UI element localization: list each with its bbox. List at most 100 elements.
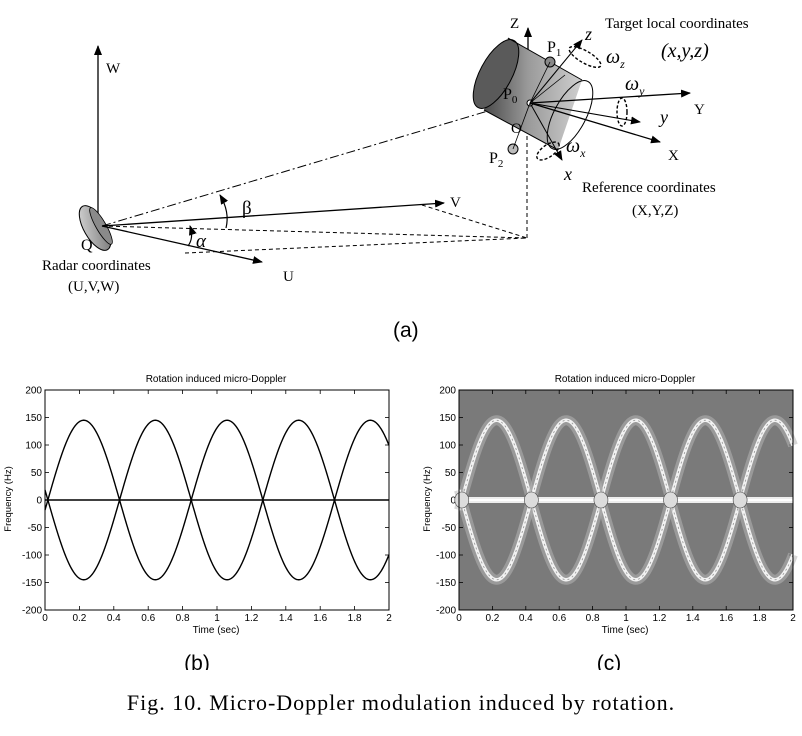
chart-c-xtick-label: 1.6 xyxy=(719,613,733,624)
angle-alpha-label: α xyxy=(196,231,207,252)
chart-c-xtick-label: 2 xyxy=(790,613,796,624)
chart-c-xtick-label: 1.2 xyxy=(652,613,666,624)
axis-z-label: z xyxy=(584,24,592,44)
radar-dish xyxy=(78,205,113,251)
origin-o-label: O xyxy=(511,121,522,137)
axis-X-line xyxy=(529,102,661,144)
chart-c-xtick-label: 0.2 xyxy=(485,613,499,624)
chart-b-xtick-label: 0.8 xyxy=(176,613,190,624)
chart-b-xtick-label: 0.2 xyxy=(72,613,86,624)
target-local-label: Target local coordinates xyxy=(605,16,749,32)
chart-b-title: Rotation induced micro-Doppler xyxy=(146,374,287,385)
P0-P2-line xyxy=(512,102,531,150)
chart-b-xtick-label: 2 xyxy=(386,613,392,624)
P0-extra-line xyxy=(529,74,566,104)
reference-axes: (X,Y,Z) xyxy=(632,203,678,219)
chart-c-ytick-label: -150 xyxy=(436,578,456,589)
chart-b-xtick-label: 0 xyxy=(42,613,48,624)
chart-c-crossing xyxy=(593,491,609,509)
omega-y-label: ωy xyxy=(625,73,645,98)
chart-b-xtick-label: 0.6 xyxy=(141,613,155,624)
chart-c-ytick-label: 100 xyxy=(439,441,456,452)
axis-Y-line xyxy=(529,89,691,104)
chart-c-xtick-label: 0.8 xyxy=(586,613,600,624)
angle-beta-arc xyxy=(219,194,229,229)
chart-c-frame xyxy=(458,389,794,611)
omega-z-label: ωz xyxy=(606,46,625,71)
chart-c-xtick-label: 0 xyxy=(456,613,462,624)
chart-c-trace-texture-0 xyxy=(458,419,794,581)
axis-X-label: X xyxy=(668,148,679,164)
chart-b-series-1 xyxy=(44,419,390,581)
projection-line-2 xyxy=(184,237,528,254)
axis-v-line xyxy=(101,199,445,227)
chart-b-xtick-label: 1.8 xyxy=(348,613,362,624)
rotation-z-ellipse xyxy=(568,45,602,69)
chart-c-xtick-label: 1.4 xyxy=(686,613,700,624)
chart-b-xlabel: Time (sec) xyxy=(193,625,240,636)
chart-b-ytick-label: 200 xyxy=(25,386,42,397)
projection-line-3 xyxy=(421,204,528,239)
radar-origin-label: Q xyxy=(81,237,93,254)
chart-b-series-0 xyxy=(44,419,390,581)
chart-b: Rotation induced micro-Doppler Frequency… xyxy=(3,374,392,670)
chart-c-ytick-label: 0 xyxy=(450,496,456,507)
chart-c-panel-label: (c) xyxy=(597,652,622,670)
line-of-sight xyxy=(101,104,509,227)
rotation-x-ellipse xyxy=(536,141,560,161)
axis-Z-label: Z xyxy=(510,16,519,32)
chart-c-crossing xyxy=(732,491,748,509)
radar-coordinates-label: Radar coordinates xyxy=(42,258,151,274)
chart-b-ytick-label: -150 xyxy=(22,578,42,589)
chart-c-crossing xyxy=(524,491,539,509)
chart-b-ytick-label: 150 xyxy=(25,413,42,424)
chart-b-xtick-label: 1.4 xyxy=(279,613,293,624)
chart-b-panel-label: (b) xyxy=(184,652,210,670)
axis-w-label: W xyxy=(106,61,121,77)
panel-a-label: (a) xyxy=(393,319,419,342)
target-local-axes: (x,y,z) xyxy=(661,40,709,62)
chart-c-title: Rotation induced micro-Doppler xyxy=(555,374,696,385)
chart-c-ytick-label: 150 xyxy=(439,413,456,424)
chart-b-xtick-label: 1.6 xyxy=(313,613,327,624)
chart-c-crossing xyxy=(454,491,470,509)
point-p1-label: P1 xyxy=(547,39,561,59)
chart-c-xtick-label: 0.4 xyxy=(519,613,533,624)
radar-coordinates-axes: (U,V,W) xyxy=(68,279,119,295)
chart-b-ytick-label: -100 xyxy=(22,551,42,562)
chart-c-xtick-label: 1 xyxy=(623,613,629,624)
omega-x-label: ωx xyxy=(566,135,586,160)
axis-Y-label: Y xyxy=(694,102,705,118)
chart-c-xtick-label: 1.8 xyxy=(753,613,767,624)
rotation-y-ellipse xyxy=(616,97,628,127)
axis-y-label: y xyxy=(658,107,668,127)
chart-b-xtick-label: 1.2 xyxy=(244,613,258,624)
angle-alpha-arc xyxy=(187,225,197,247)
axis-v-label: V xyxy=(450,195,461,211)
chart-c-ytick-label: 50 xyxy=(445,468,457,479)
chart-c-trace-texture-1 xyxy=(458,419,794,581)
chart-b-ytick-label: 100 xyxy=(25,441,42,452)
target-cylinder xyxy=(472,37,594,155)
P0-P1-line xyxy=(529,61,551,104)
chart-c-ytick-label: -200 xyxy=(436,606,456,617)
chart-c-ytick-label: 200 xyxy=(439,386,456,397)
chart-b-xtick-label: 1 xyxy=(214,613,220,624)
chart-b-ytick-label: -200 xyxy=(22,606,42,617)
point-p0-label: P0 xyxy=(503,86,518,106)
projection-line-1 xyxy=(101,225,528,239)
chart-b-xtick-label: 0.4 xyxy=(107,613,121,624)
axis-x-label: x xyxy=(563,164,572,184)
chart-c-ytick-label: -50 xyxy=(442,523,457,534)
angle-beta-label: β xyxy=(242,198,252,219)
axis-y-line xyxy=(529,102,641,125)
chart-b-ytick-label: -50 xyxy=(28,523,43,534)
chart-c-ylabel: Frequency (Hz) xyxy=(422,466,433,531)
chart-c-ytick-label: -100 xyxy=(436,551,456,562)
axis-u-label: U xyxy=(283,269,294,285)
figure-caption: Fig. 10. Micro-Doppler modulation induce… xyxy=(126,690,676,715)
chart-c-crossing xyxy=(663,491,678,509)
chart-c-xtick-label: 0.6 xyxy=(552,613,566,624)
axis-u-line xyxy=(101,225,263,264)
chart-b-ytick-label: 50 xyxy=(31,468,43,479)
